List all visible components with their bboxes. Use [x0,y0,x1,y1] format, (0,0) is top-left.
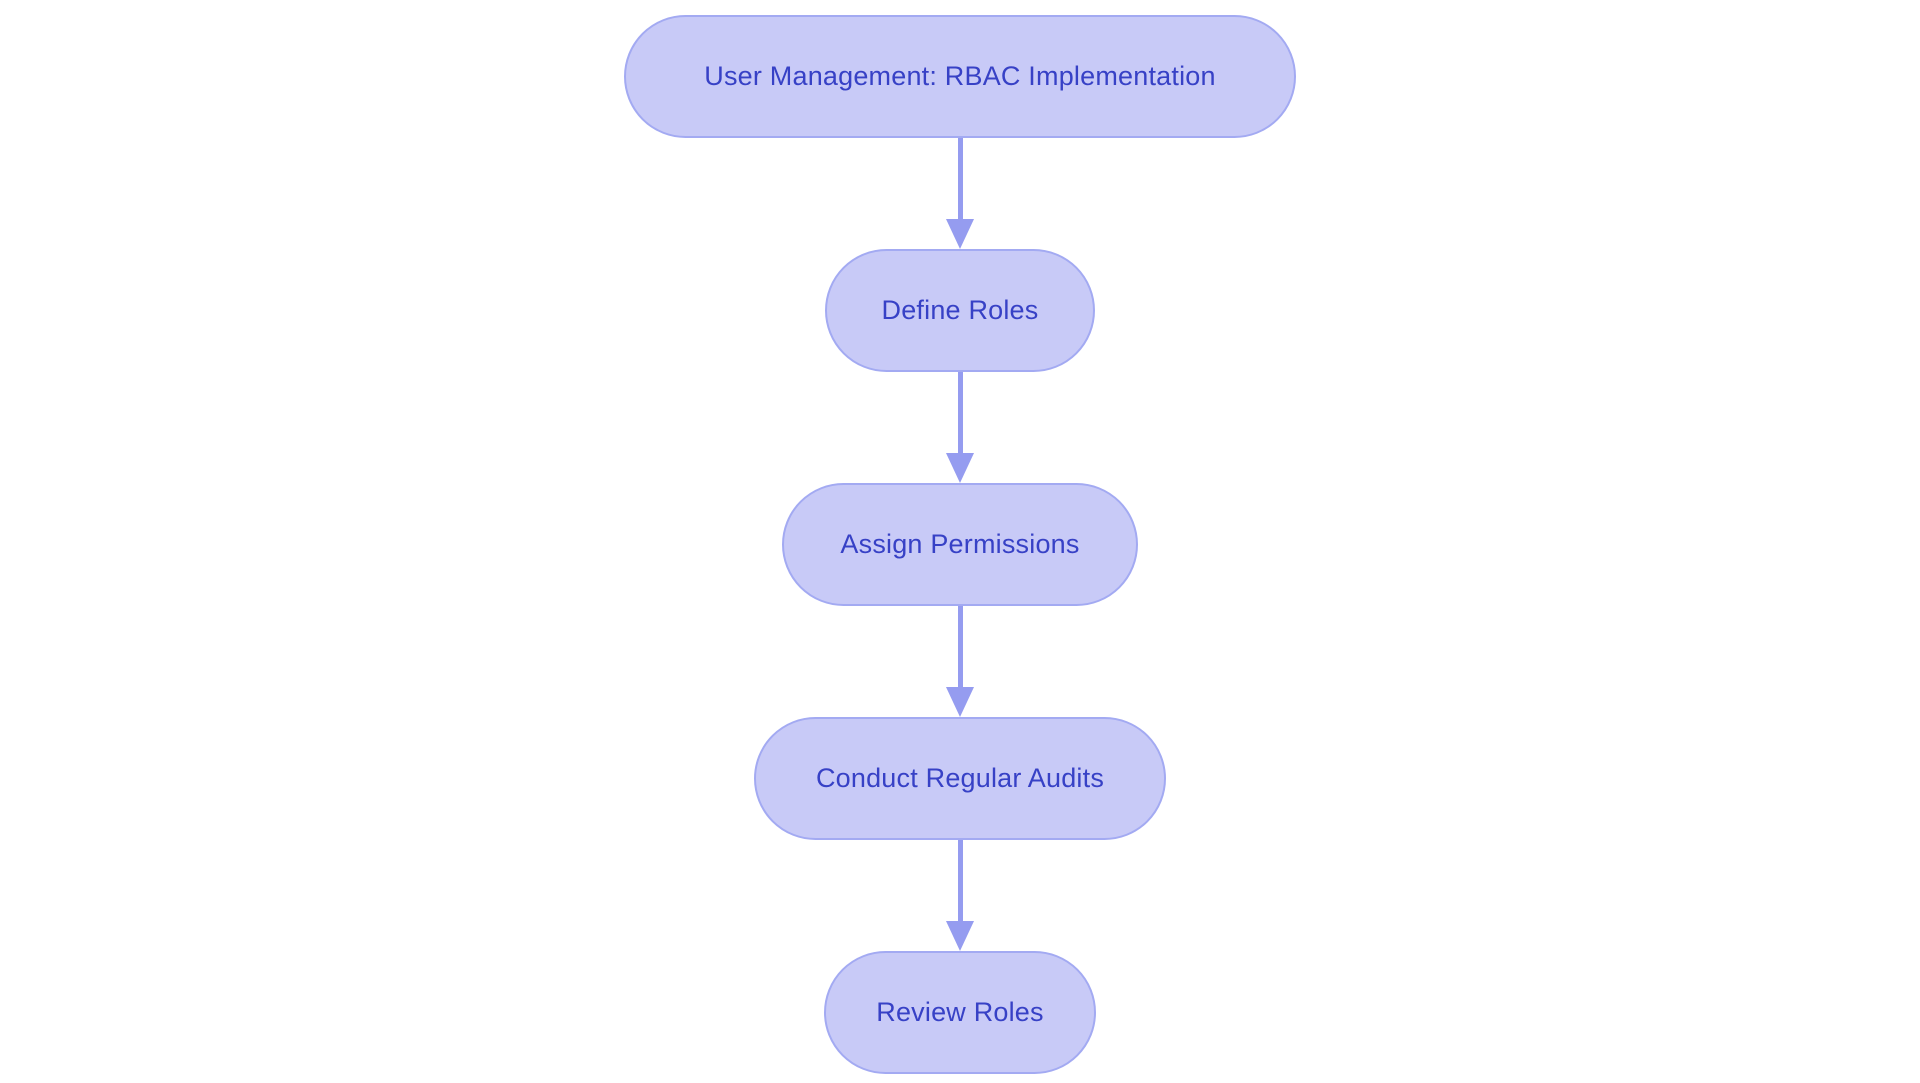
flowchart-node-define-roles: Define Roles [825,249,1095,372]
node-label-start: User Management: RBAC Implementation [704,61,1216,91]
node-label-assign-permissions: Assign Permissions [840,529,1080,559]
flowchart-node-assign-permissions: Assign Permissions [782,483,1138,606]
arrow-line [957,372,963,453]
edge-step-1-to-step-2 [946,372,974,483]
node-label-define-roles: Define Roles [881,295,1039,325]
arrow-head-icon [946,453,974,483]
arrow-head-icon [946,219,974,249]
arrow-head-icon [946,921,974,951]
edge-step-3-to-step-4 [946,840,974,951]
arrow-line [957,840,963,921]
arrow-head-icon [946,687,974,717]
flowchart-node-review-roles: Review Roles [824,951,1096,1074]
arrow-line [957,138,963,219]
edge-start-to-step-1 [946,138,974,249]
node-label-conduct-regular-audits: Conduct Regular Audits [815,763,1105,793]
arrow-line [957,606,963,687]
edge-step-2-to-step-3 [946,606,974,717]
node-label-review-roles: Review Roles [876,997,1044,1027]
flowchart-node-start: User Management: RBAC Implementation [624,15,1296,138]
flowchart-node-conduct-regular-audits: Conduct Regular Audits [754,717,1166,840]
